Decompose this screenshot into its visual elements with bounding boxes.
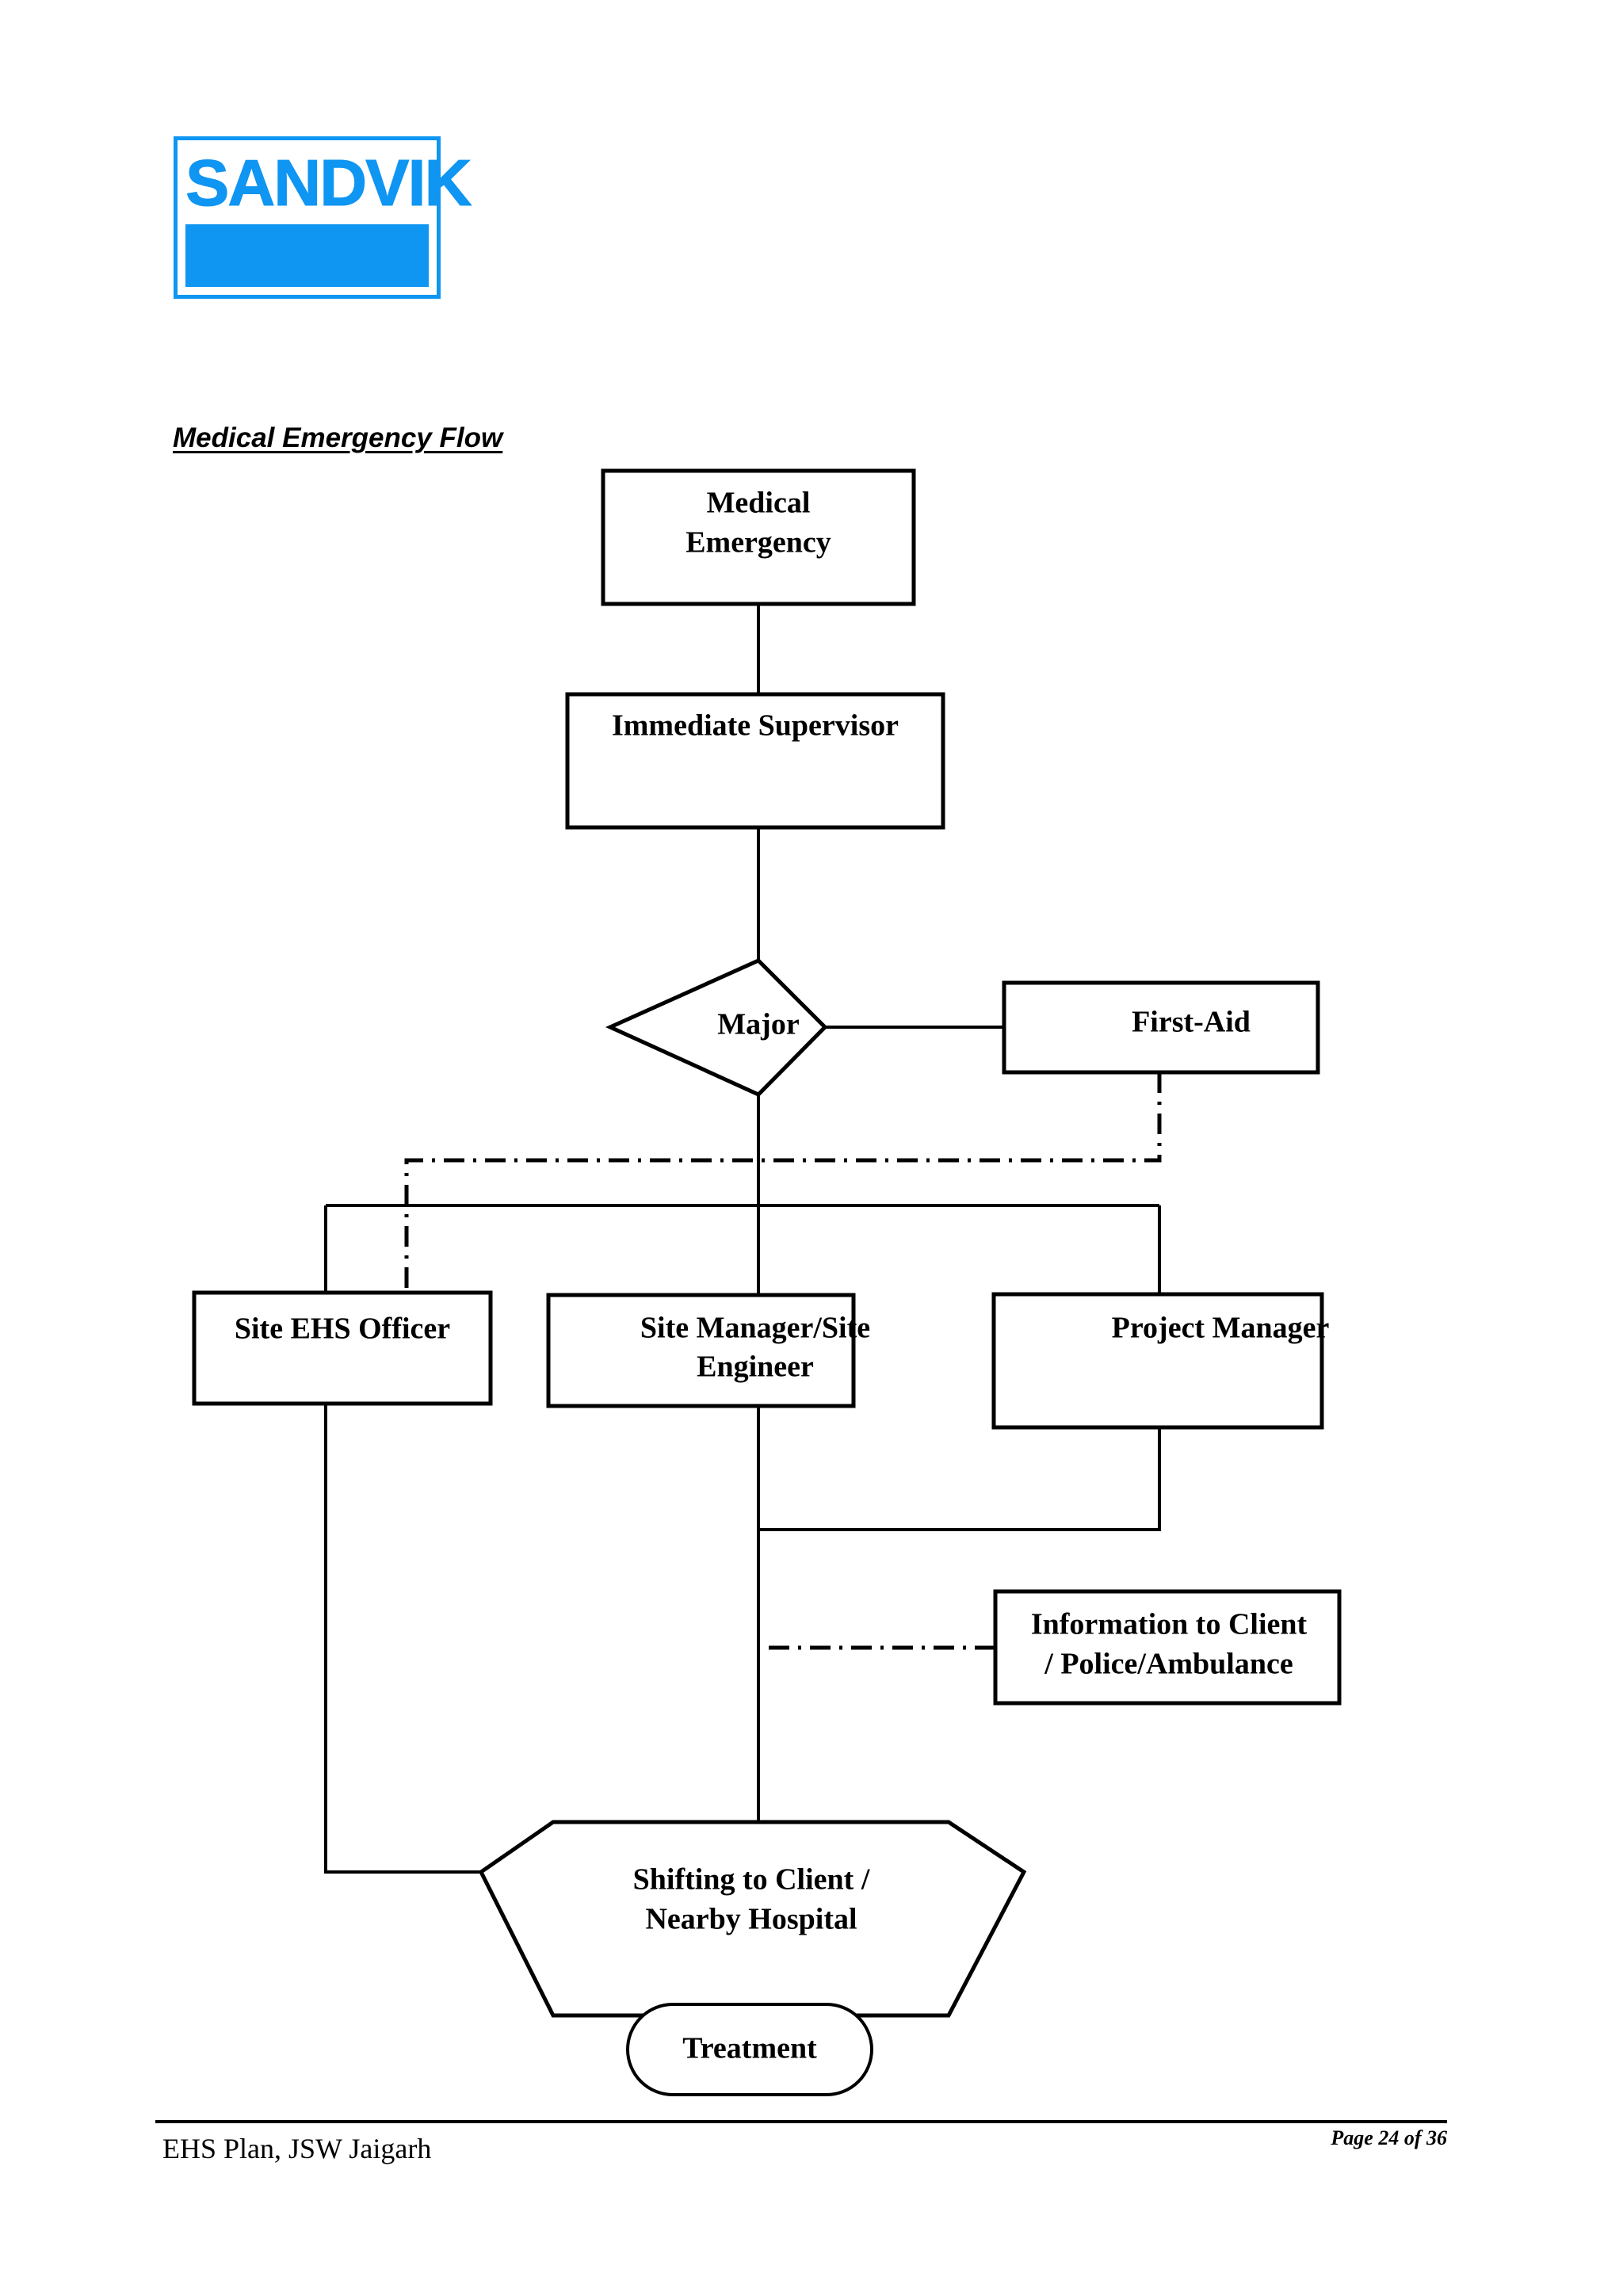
node-site-manager[interactable]: Site Manager/Site Engineer bbox=[546, 1293, 870, 1408]
medical-emergency-flowchart: Medical Emergency Immediate Supervisor M… bbox=[192, 468, 1342, 2096]
node-shifting-to-hospital[interactable]: Shifting to Client / Nearby Hospital bbox=[478, 1820, 1027, 2018]
logo-wordmark: SANDVIK bbox=[185, 146, 473, 220]
node-first-aid[interactable]: First-Aid bbox=[1002, 980, 1320, 1075]
node-information-to-client-label-line2: / Police/Ambulance bbox=[1044, 1648, 1293, 1681]
node-project-manager-label: Project Manager bbox=[1112, 1312, 1330, 1345]
node-treatment-label: Treatment bbox=[682, 2032, 817, 2065]
edge-first-aid-to-site-ehs-officer bbox=[404, 1072, 1162, 1293]
node-information-to-client-label-line1: Information to Client bbox=[1031, 1608, 1308, 1641]
node-shifting-to-hospital-label-line1: Shifting to Client / bbox=[633, 1863, 870, 1897]
node-site-ehs-officer[interactable]: Site EHS Officer bbox=[192, 1290, 493, 1406]
flow-edges bbox=[324, 604, 1162, 2015]
page-title: Medical Emergency Flow bbox=[173, 422, 503, 453]
node-information-to-client[interactable]: Information to Client / Police/Ambulance bbox=[993, 1589, 1342, 1706]
node-shifting-to-hospital-label-line2: Nearby Hospital bbox=[645, 1903, 857, 1936]
footer-page-number: Page 24 of 36 bbox=[1331, 2126, 1447, 2149]
edge-site-ehs-officer-to-shifting bbox=[324, 1404, 481, 1874]
node-medical-emergency-label-line2: Emergency bbox=[685, 526, 831, 560]
node-immediate-supervisor[interactable]: Immediate Supervisor bbox=[565, 692, 945, 830]
sandvik-logo: SANDVIK bbox=[174, 136, 473, 299]
node-site-ehs-officer-label: Site EHS Officer bbox=[235, 1312, 450, 1346]
node-site-manager-label-line1: Site Manager/Site bbox=[640, 1312, 870, 1345]
node-major[interactable]: Major bbox=[605, 958, 828, 1097]
node-major-label: Major bbox=[717, 1008, 800, 1041]
logo-accent-bar bbox=[185, 224, 429, 287]
node-site-manager-label-line2: Engineer bbox=[697, 1350, 814, 1384]
node-treatment[interactable]: Treatment bbox=[626, 2003, 873, 2096]
footer-divider bbox=[155, 2120, 1447, 2123]
footer-document-title: EHS Plan, JSW Jaigarh bbox=[162, 2133, 432, 2164]
node-medical-emergency-label-line1: Medical bbox=[707, 487, 811, 520]
node-project-manager[interactable]: Project Manager bbox=[991, 1292, 1330, 1430]
node-medical-emergency[interactable]: Medical Emergency bbox=[601, 468, 916, 606]
node-immediate-supervisor-label: Immediate Supervisor bbox=[612, 709, 899, 743]
node-first-aid-label: First-Aid bbox=[1132, 1006, 1251, 1039]
edge-project-manager-to-site-manager bbox=[758, 1427, 1161, 1531]
